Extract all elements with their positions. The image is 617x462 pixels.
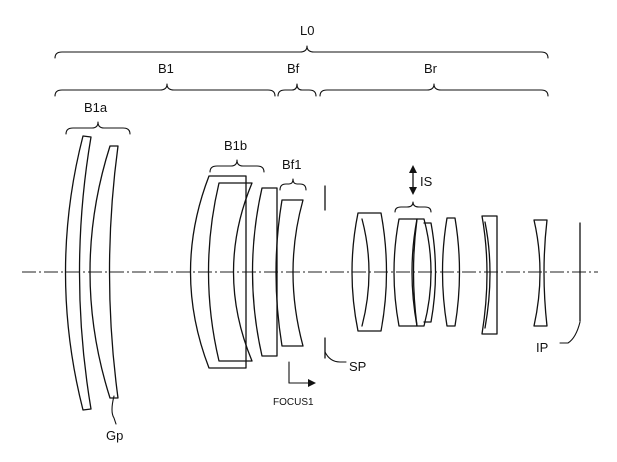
leader-gp: [111, 395, 117, 425]
lens-b1a-element-1: [64, 135, 92, 411]
lens-br-cemented-surface-5: [484, 221, 491, 329]
label-b1b: B1b: [224, 138, 247, 153]
lens-br-element-4: [441, 217, 461, 327]
brace-br: [319, 83, 549, 97]
brace-bf1: [279, 178, 307, 191]
lens-b1b-element-1: [189, 175, 247, 369]
is-arrow-head-up: [409, 165, 417, 173]
lens-br-element-6: [533, 219, 548, 327]
lens-is-element-2: [411, 218, 432, 327]
label-ip: IP: [536, 340, 548, 355]
lens-br-element-5: [481, 215, 498, 335]
brace-b1: [54, 83, 276, 97]
label-gp: Gp: [106, 428, 123, 443]
brace-is: [394, 201, 432, 213]
label-sp: SP: [349, 359, 366, 374]
leader-ip: [559, 321, 581, 344]
lens-br-element-1: [351, 212, 388, 332]
label-focus1: FOCUS1: [273, 397, 314, 408]
lens-is-element-3: [423, 222, 437, 323]
label-b1a: B1a: [84, 100, 108, 115]
label-bf: Bf: [287, 61, 300, 76]
lens-b1b-element-3: [251, 187, 278, 357]
is-arrow-head-down: [409, 187, 417, 195]
lens-br-cemented-surface-1: [361, 218, 370, 327]
lens-b1b-element-2: [207, 182, 253, 362]
lens-bf1-element: [275, 199, 304, 347]
brace-b1a: [65, 121, 131, 135]
brace-bf: [277, 83, 317, 97]
brace-l0: [54, 45, 549, 59]
label-bf1: Bf1: [282, 157, 302, 172]
focus-arrow-head: [308, 379, 316, 387]
brace-b1b: [209, 159, 265, 173]
leader-sp: [324, 351, 347, 363]
lens-is-element-1: [393, 218, 418, 327]
label-is: IS: [420, 174, 433, 189]
label-b1: B1: [158, 61, 174, 76]
label-l0: L0: [300, 23, 314, 38]
label-br: Br: [424, 61, 438, 76]
